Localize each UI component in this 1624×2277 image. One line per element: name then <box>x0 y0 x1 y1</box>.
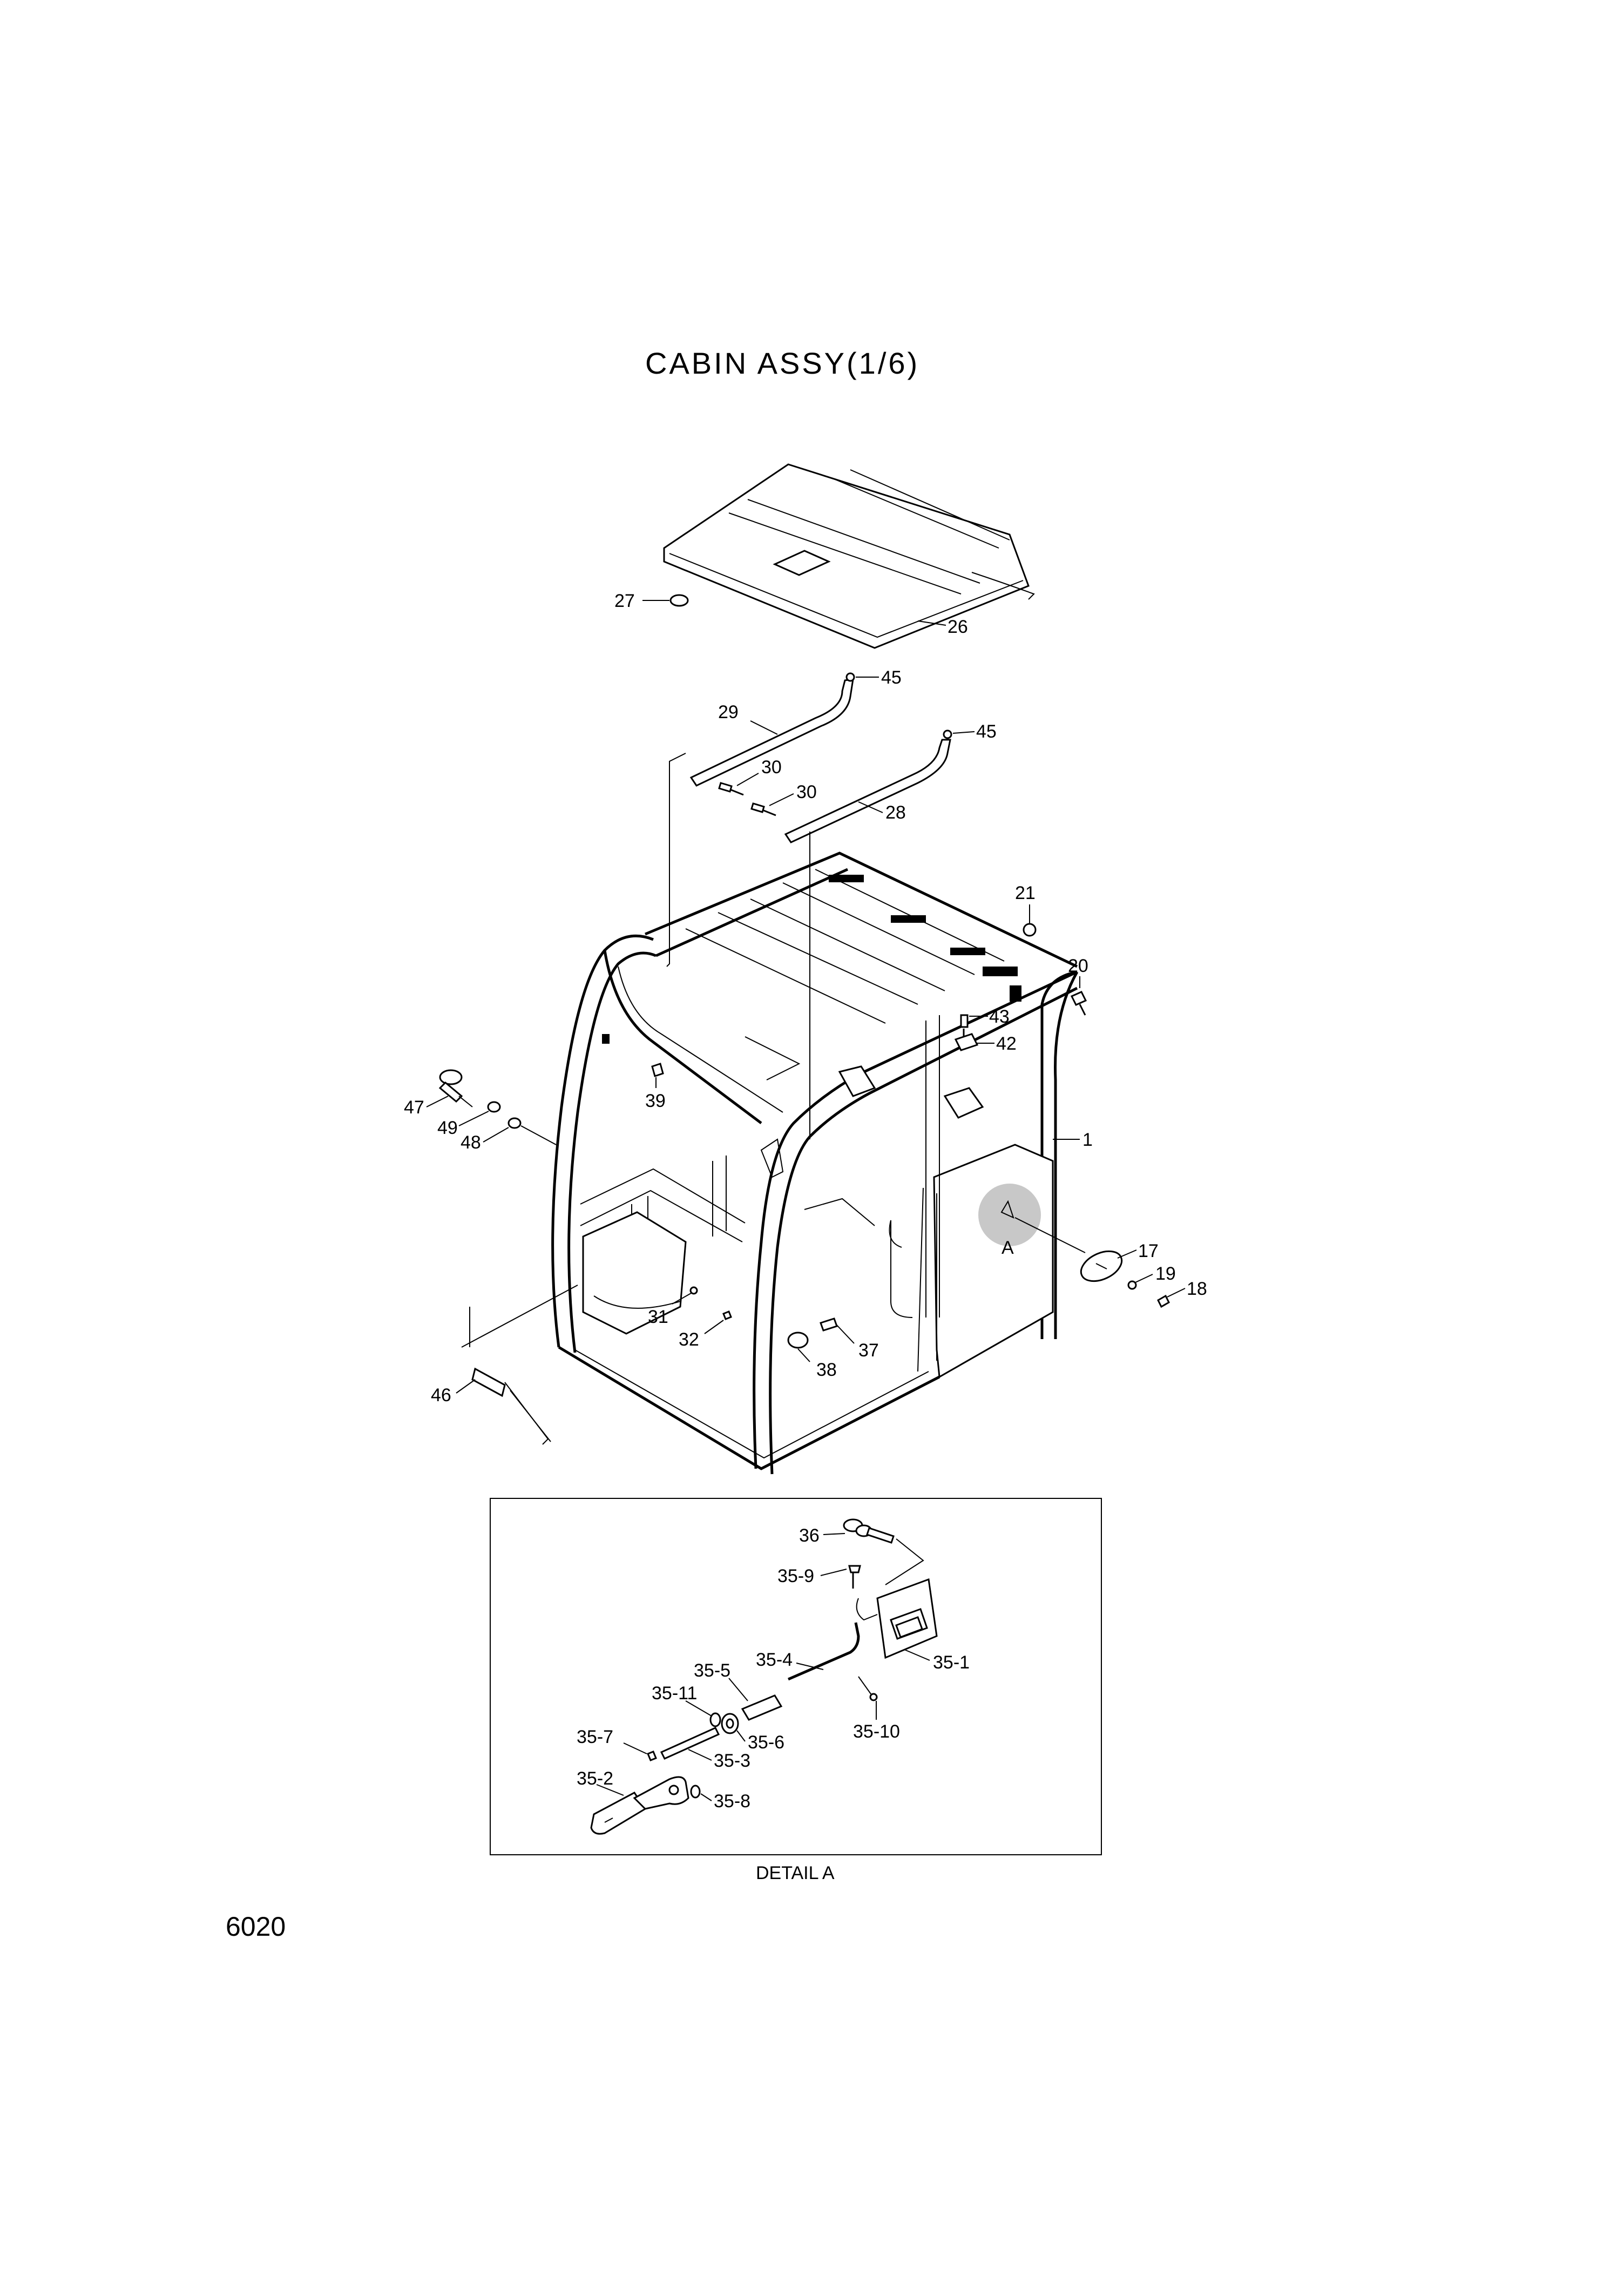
callout-35-8: 35-8 <box>714 1791 750 1812</box>
callout-37: 37 <box>858 1340 879 1361</box>
callout-35-4: 35-4 <box>756 1650 793 1670</box>
bolt-36-shape <box>843 1518 895 1544</box>
callout-35-6: 35-6 <box>748 1732 784 1753</box>
callout-39: 39 <box>645 1091 666 1111</box>
detail-a-marker <box>978 1184 1041 1246</box>
callout-26: 26 <box>948 617 968 637</box>
callout-31: 31 <box>648 1307 668 1327</box>
callout-36: 36 <box>799 1525 820 1546</box>
callout-35-9: 35-9 <box>777 1566 814 1586</box>
bolt-47-shape <box>438 1069 473 1107</box>
callout-27: 27 <box>614 591 635 611</box>
callout-35-10: 35-10 <box>853 1721 900 1742</box>
callout-32: 32 <box>679 1329 699 1350</box>
callout-18: 18 <box>1187 1279 1207 1299</box>
detail-a-frame <box>490 1498 1102 1855</box>
callout-35-5: 35-5 <box>694 1660 730 1681</box>
callout-42: 42 <box>996 1033 1017 1054</box>
callout-35-11: 35-11 <box>652 1683 697 1704</box>
callout-46: 46 <box>431 1385 451 1406</box>
page-number: 6020 <box>226 1911 286 1942</box>
latch-35-1-shape <box>856 1578 938 1659</box>
callout-30-right: 30 <box>796 782 817 802</box>
roof-panel-drawing <box>663 463 1035 649</box>
callout-30-left: 30 <box>761 757 782 778</box>
callout-35-2: 35-2 <box>577 1768 613 1789</box>
nut-21-shape <box>1023 923 1037 937</box>
nut-27-shape <box>669 594 689 607</box>
callout-35-1: 35-1 <box>933 1652 970 1673</box>
callout-19: 19 <box>1155 1264 1176 1284</box>
rail-29-drawing <box>689 678 854 787</box>
callout-47: 47 <box>404 1097 424 1118</box>
callout-35-3: 35-3 <box>714 1751 750 1771</box>
callout-29: 29 <box>718 702 739 722</box>
diagram-title: CABIN ASSY(1/6) <box>645 346 919 380</box>
callout-35-7: 35-7 <box>577 1727 613 1747</box>
callout-21: 21 <box>1015 883 1036 903</box>
bracket-46-shape <box>471 1367 551 1445</box>
callout-1: 1 <box>1082 1130 1093 1150</box>
callout-38: 38 <box>816 1360 837 1380</box>
callout-49: 49 <box>437 1118 458 1138</box>
callout-45-upper: 45 <box>881 667 902 688</box>
knob-38-shape <box>787 1332 809 1349</box>
callout-48: 48 <box>461 1132 481 1153</box>
handle-35-2-shape <box>590 1776 689 1835</box>
callout-17: 17 <box>1138 1241 1159 1261</box>
callout-28: 28 <box>885 802 906 823</box>
rail-28-drawing <box>784 739 951 843</box>
callout-45-lower: 45 <box>976 721 997 742</box>
cabin-frame-drawing <box>551 852 1079 1475</box>
detail-a-caption: DETAIL A <box>756 1863 835 1883</box>
detail-a-marker-label: A <box>1002 1238 1014 1258</box>
callout-20: 20 <box>1068 956 1088 976</box>
callout-43: 43 <box>989 1006 1010 1027</box>
